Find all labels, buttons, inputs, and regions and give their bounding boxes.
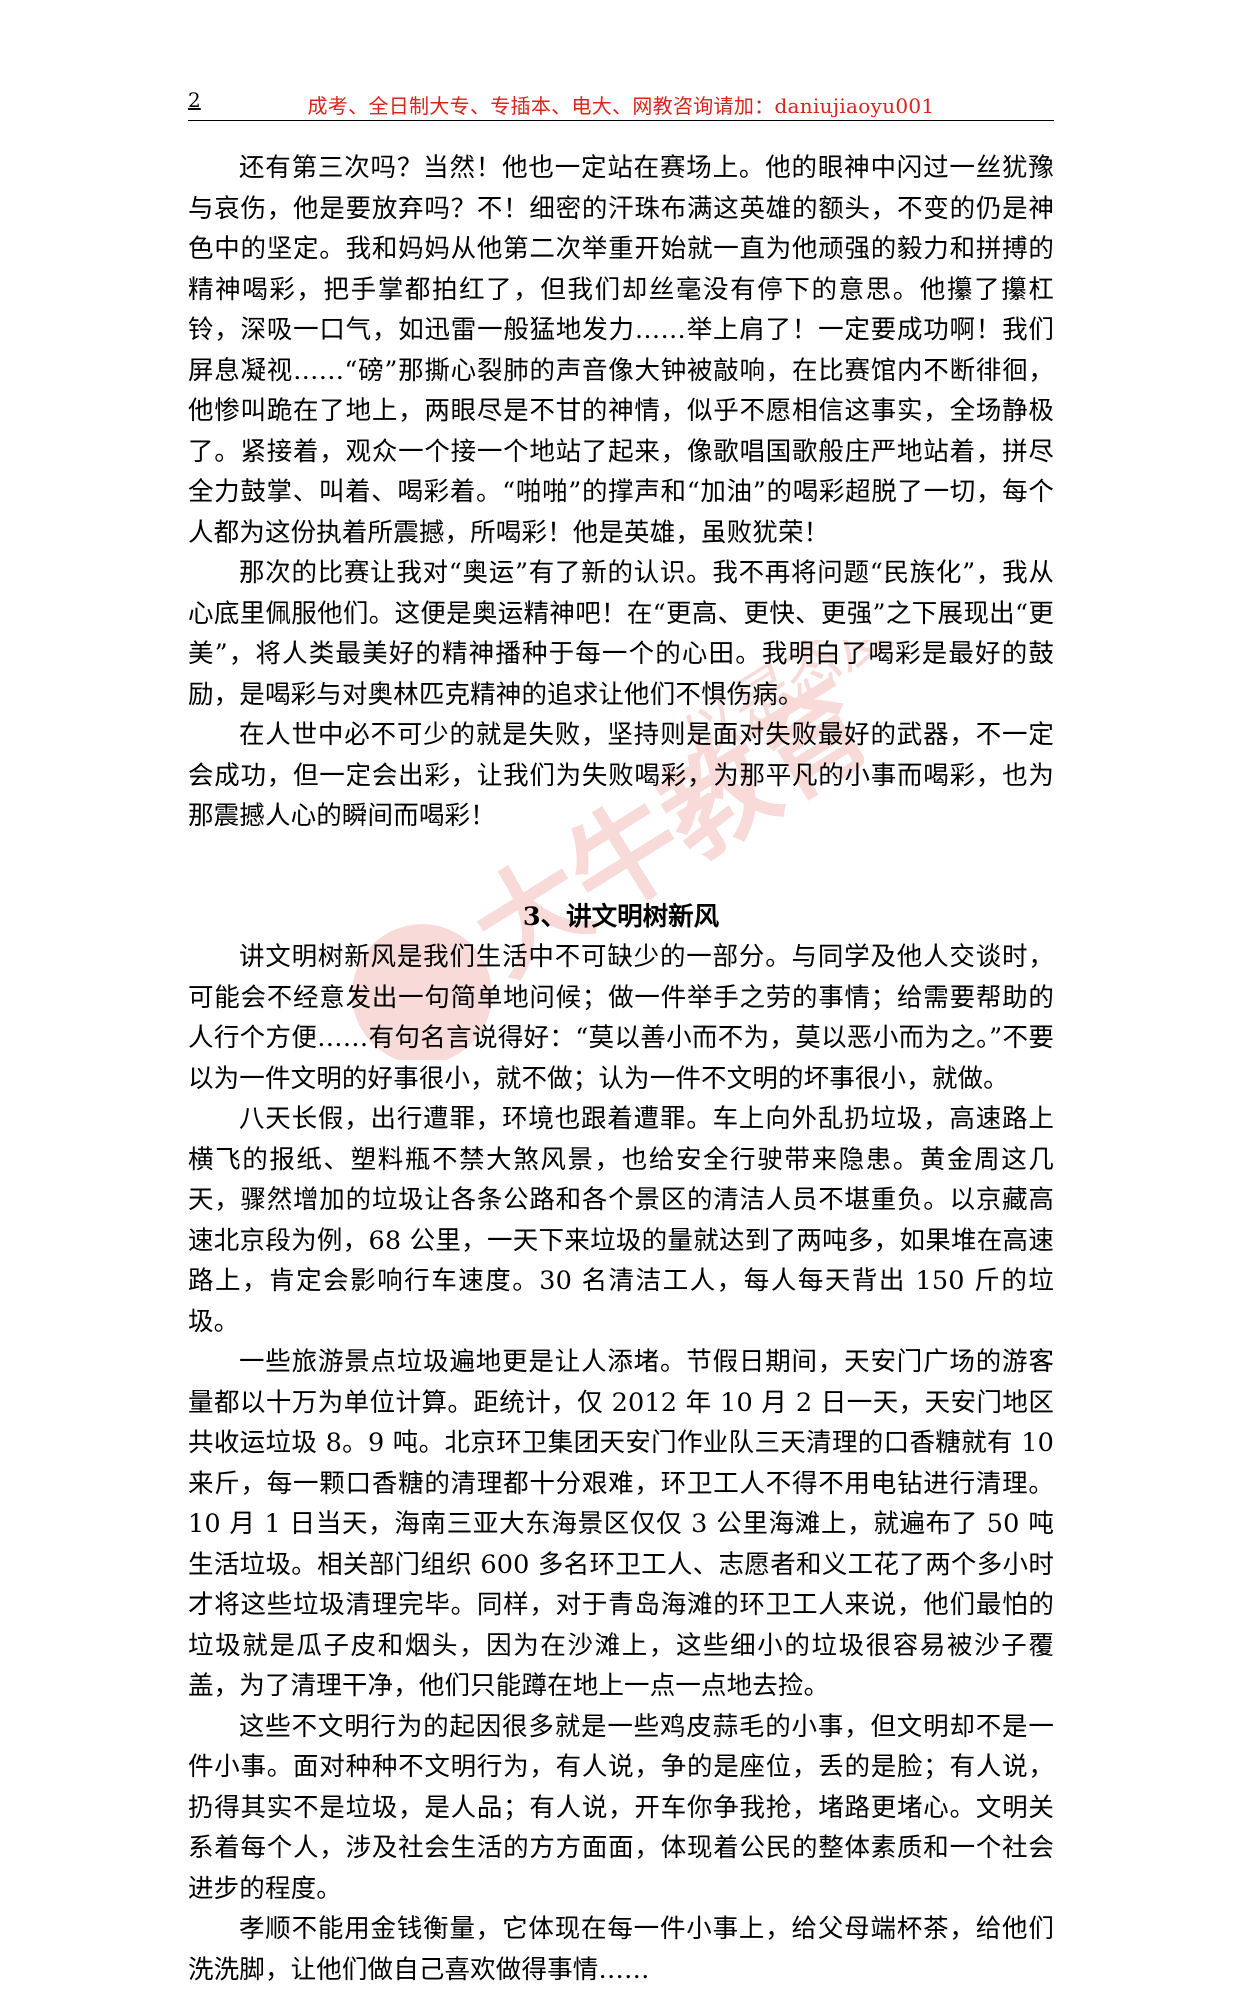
page-number: 2: [188, 88, 201, 112]
paragraph: 八天长假，出行遭罪，环境也跟着遭罪。车上向外乱扔垃圾，高速路上横飞的报纸、塑料瓶…: [188, 1104, 1054, 1337]
paragraph: 孝顺不能用金钱衡量，它体现在每一件小事上，给父母端杯茶，给他们洗洗脚，让他们做自…: [188, 1914, 1054, 1985]
paragraph: 一些旅游景点垃圾遍地更是让人添堵。节假日期间，天安门广场的游客量都以十万为单位计…: [188, 1347, 1054, 1701]
section-spacer: [188, 837, 1054, 897]
section-title: 3、讲文明树新风: [522, 901, 720, 932]
paragraph: 这些不文明行为的起因很多就是一些鸡皮蒜毛的小事，但文明却不是一件小事。面对种种不…: [188, 1711, 1054, 1904]
document-body: 还有第三次吗？当然！他也一定站在赛场上。他的眼神中闪过一丝犹豫与哀伤，他是要放弃…: [188, 148, 1054, 1990]
paragraph: 那次的比赛让我对“奥运”有了新的认识。我不再将问题“民族化”，我从心底里佩服他们…: [188, 558, 1054, 710]
page-header: 2 成考、全日制大专、专插本、电大、网教咨询请加：daniujiaoyu001: [188, 86, 1054, 121]
paragraph: 在人世中必不可少的就是失败，坚持则是面对失败最好的武器，不一定会成功，但一定会出…: [188, 720, 1054, 831]
paragraph: 讲文明树新风是我们生活中不可缺少的一部分。与同学及他人交谈时，可能会不经意发出一…: [188, 942, 1054, 1094]
header-contact-text: 成考、全日制大专、专插本、电大、网教咨询请加：daniujiaoyu001: [307, 94, 935, 118]
paragraph: 还有第三次吗？当然！他也一定站在赛场上。他的眼神中闪过一丝犹豫与哀伤，他是要放弃…: [188, 153, 1054, 548]
